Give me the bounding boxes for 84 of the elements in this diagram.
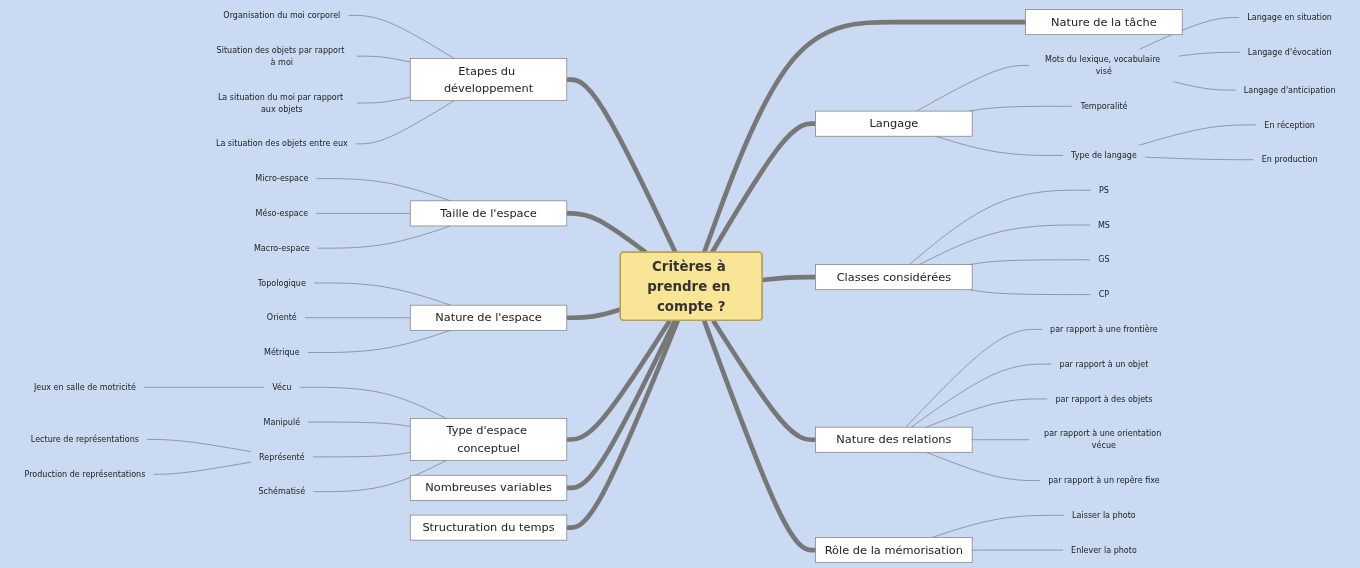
node-text: Représenté	[259, 452, 305, 462]
node-text: En réception	[1264, 120, 1315, 130]
connector	[566, 77, 678, 254]
node-text: Temporalité	[1080, 101, 1128, 111]
node-text: Lecture de représentations	[30, 434, 139, 445]
connector	[1178, 52, 1241, 57]
connector	[908, 189, 1092, 265]
node-text: Type de langage	[1071, 150, 1137, 161]
node-text: La situation des objets entre eux	[215, 139, 348, 149]
connector	[971, 549, 1064, 551]
node-text: par rapport à une orientation vécue	[1044, 429, 1162, 451]
connector	[1144, 156, 1255, 161]
node-text: Métrique	[263, 347, 300, 358]
connector	[1138, 17, 1240, 50]
node-text: Laisser la photo	[1072, 510, 1136, 520]
connector	[910, 363, 1052, 428]
node-text: GS	[1098, 255, 1110, 265]
node-text: Vécu	[272, 382, 292, 392]
node-box: Nature des relations	[815, 426, 973, 453]
node-box: Type d'espace conceptuel	[409, 418, 568, 461]
connector	[313, 282, 451, 306]
node-text: par rapport à des objets	[1055, 394, 1153, 404]
node-text: MS	[1097, 220, 1110, 230]
connector	[566, 319, 680, 530]
node-text: Schématisé	[258, 486, 306, 497]
node-text: Topologique	[257, 278, 306, 288]
connector	[355, 100, 455, 145]
node-box: Langage	[815, 110, 973, 137]
connector	[348, 15, 455, 59]
connector	[356, 55, 411, 63]
node-text: Mots du lexique, vocabulaire visé	[1045, 54, 1161, 77]
node-text: CP	[1098, 289, 1110, 300]
node-box: Etapes du développement	[409, 58, 568, 101]
node-text: La situation du moi par rapport aux objets	[217, 92, 344, 114]
connector	[905, 329, 1043, 428]
connector	[566, 319, 678, 491]
connector	[762, 274, 816, 283]
connector	[701, 319, 816, 553]
node-text: En production	[1261, 155, 1318, 165]
node-text: Situation des objets par rapport à moi	[216, 45, 345, 67]
node-box: Rôle de la mémorisation	[815, 537, 973, 563]
node-text: Micro-espace	[255, 173, 309, 184]
connector	[299, 386, 447, 419]
connector	[711, 319, 816, 443]
connector	[317, 225, 451, 249]
node-text: Manipulé	[263, 417, 301, 427]
connector	[307, 421, 411, 427]
connector	[925, 398, 1048, 428]
node-box: Nature de la tâche	[1025, 9, 1183, 36]
connector	[971, 439, 1030, 441]
node-text: Méso-espace	[255, 208, 309, 219]
node-text: Organisation du moi corporel	[223, 10, 341, 21]
connector	[143, 386, 265, 388]
node-text: PS	[1098, 185, 1109, 195]
connector	[1171, 81, 1237, 91]
connector	[312, 452, 411, 458]
connector	[153, 461, 252, 475]
node-box: Taille de l'espace	[409, 200, 568, 227]
node-text: Orienté	[266, 313, 297, 323]
node-box: Structuration du temps	[409, 514, 568, 541]
node-text: par rapport à un objet	[1059, 359, 1149, 369]
node-box: Nature de l'espace	[409, 304, 568, 331]
node-box: Nombreuses variables	[409, 474, 568, 501]
node-text: Macro-espace	[253, 243, 310, 253]
connector	[969, 289, 1091, 295]
connector	[356, 96, 411, 104]
connector	[701, 19, 1026, 254]
connector	[1138, 124, 1257, 146]
node-box: Classes considérées	[815, 264, 973, 291]
node-text: Jeux en salle de motricité	[33, 382, 136, 392]
connector	[315, 213, 411, 214]
connector	[710, 121, 816, 254]
node-text: Langage d'évocation	[1247, 47, 1332, 58]
node-text: Enlever la photo	[1071, 545, 1137, 555]
connector	[146, 439, 252, 452]
node-text: Langage d'anticipation	[1243, 85, 1336, 95]
connector	[916, 65, 1030, 112]
connector	[312, 460, 447, 492]
node-text: par rapport à une frontière	[1050, 324, 1158, 335]
node-text: Production de représentations	[24, 469, 146, 479]
connector	[304, 317, 411, 319]
connector	[566, 319, 672, 442]
node-text: Langage en situation	[1247, 12, 1332, 23]
node-text: par rapport à un repère fixe	[1048, 475, 1160, 486]
